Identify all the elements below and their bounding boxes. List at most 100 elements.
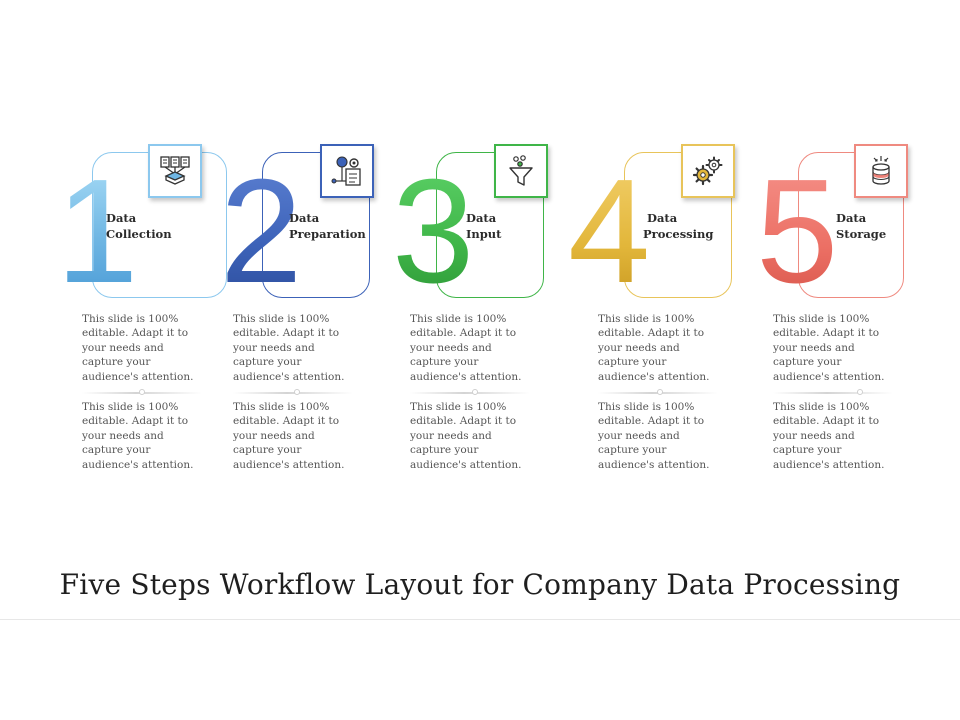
desc-line: editable. Adapt it to <box>773 415 880 428</box>
step-number: 3 <box>392 158 502 306</box>
desc-line: This slide is 100% <box>598 401 695 413</box>
desc-line: your needs and <box>773 341 855 354</box>
step-description: This slide is 100% editable. Adapt it to… <box>82 400 207 472</box>
desc-line: capture your <box>410 444 479 457</box>
gears-icon <box>681 144 735 198</box>
step-label-line1: Data <box>466 211 497 225</box>
step-label: Data Preparation <box>289 210 379 242</box>
step-label-line1: Data <box>647 211 678 225</box>
divider-dot <box>857 389 863 395</box>
desc-line: audience's attention. <box>598 458 710 471</box>
desc-line: your needs and <box>410 429 492 442</box>
desc-line: your needs and <box>82 341 164 354</box>
desc-line: This slide is 100% <box>233 313 330 325</box>
step-frame <box>262 152 370 298</box>
desc-line: audience's attention. <box>773 458 885 471</box>
step-frame <box>624 152 732 298</box>
step-label-line1: Data <box>836 211 867 225</box>
desc-line: editable. Adapt it to <box>598 415 705 428</box>
step-label-line2: Storage <box>836 227 887 241</box>
funnel-icon <box>494 144 548 198</box>
divider-dot <box>294 389 300 395</box>
desc-line: This slide is 100% <box>773 313 870 325</box>
desc-line: This slide is 100% <box>773 401 870 413</box>
desc-line: audience's attention. <box>773 370 885 383</box>
divider <box>410 392 530 394</box>
step-3: 3 Data Input This slide is 100% editable… <box>392 140 572 480</box>
desc-line: editable. Adapt it to <box>82 415 189 428</box>
step-description: This slide is 100% editable. Adapt it to… <box>410 312 535 384</box>
step-label: Data Storage <box>836 210 926 242</box>
step-description: This slide is 100% editable. Adapt it to… <box>233 400 358 472</box>
step-label-line1: Data <box>106 211 137 225</box>
divider <box>773 392 893 394</box>
step-frame <box>798 152 904 298</box>
desc-line: your needs and <box>598 429 680 442</box>
desc-line: editable. Adapt it to <box>233 327 340 340</box>
divider-dot <box>139 389 145 395</box>
step-description: This slide is 100% editable. Adapt it to… <box>410 400 535 472</box>
step-label: Data Processing <box>643 210 733 242</box>
desc-line: audience's attention. <box>410 370 522 383</box>
divider-dot <box>657 389 663 395</box>
desc-line: audience's attention. <box>598 370 710 383</box>
desc-line: editable. Adapt it to <box>598 327 705 340</box>
desc-line: This slide is 100% <box>82 313 179 325</box>
step-description: This slide is 100% editable. Adapt it to… <box>773 400 898 472</box>
desc-line: editable. Adapt it to <box>410 415 517 428</box>
desc-line: editable. Adapt it to <box>82 327 189 340</box>
data-preparation-icon <box>320 144 374 198</box>
step-2: 2 Data Preparation This slide is 100% ed… <box>218 140 398 480</box>
divider <box>233 392 353 394</box>
step-label-line1: Data <box>289 211 320 225</box>
desc-line: This slide is 100% <box>233 401 330 413</box>
desc-line: editable. Adapt it to <box>773 327 880 340</box>
slide-title: Five Steps Workflow Layout for Company D… <box>59 568 901 601</box>
database-icon <box>854 144 908 198</box>
desc-line: This slide is 100% <box>410 401 507 413</box>
desc-line: audience's attention. <box>233 458 345 471</box>
desc-line: your needs and <box>773 429 855 442</box>
desc-line: capture your <box>773 444 842 457</box>
desc-line: audience's attention. <box>82 370 194 383</box>
desc-line: editable. Adapt it to <box>410 327 517 340</box>
step-5: 5 Data Storage This slide is 100% editab… <box>756 140 936 480</box>
footer-divider <box>0 619 960 620</box>
desc-line: capture your <box>233 444 302 457</box>
step-description: This slide is 100% editable. Adapt it to… <box>82 312 207 384</box>
step-description: This slide is 100% editable. Adapt it to… <box>233 312 358 384</box>
step-4: 4 Data Pro <box>568 140 748 480</box>
step-label-line2: Processing <box>643 227 714 241</box>
desc-line: audience's attention. <box>410 458 522 471</box>
desc-line: your needs and <box>598 341 680 354</box>
desc-line: capture your <box>598 356 667 369</box>
step-number: 4 <box>568 158 678 306</box>
step-description: This slide is 100% editable. Adapt it to… <box>598 312 723 384</box>
desc-line: your needs and <box>233 429 315 442</box>
step-description: This slide is 100% editable. Adapt it to… <box>598 400 723 472</box>
desc-line: capture your <box>82 356 151 369</box>
step-label: Data Collection <box>106 210 196 242</box>
step-label: Data Input <box>466 210 556 242</box>
desc-line: capture your <box>82 444 151 457</box>
desc-line: your needs and <box>82 429 164 442</box>
desc-line: audience's attention. <box>82 458 194 471</box>
desc-line: your needs and <box>410 341 492 354</box>
data-collection-icon <box>148 144 202 198</box>
step-1: 1 Data Collection This slide is 100% edi… <box>56 140 242 480</box>
step-number: 2 <box>220 158 330 306</box>
desc-line: editable. Adapt it to <box>233 415 340 428</box>
step-number: 5 <box>756 158 866 306</box>
step-number: 1 <box>56 158 166 306</box>
desc-line: capture your <box>233 356 302 369</box>
desc-line: This slide is 100% <box>82 401 179 413</box>
step-label-line2: Input <box>466 227 502 241</box>
desc-line: capture your <box>598 444 667 457</box>
step-description: This slide is 100% editable. Adapt it to… <box>773 312 898 384</box>
desc-line: capture your <box>410 356 479 369</box>
divider-dot <box>472 389 478 395</box>
desc-line: This slide is 100% <box>598 313 695 325</box>
desc-line: This slide is 100% <box>410 313 507 325</box>
step-label-line2: Preparation <box>289 227 366 241</box>
